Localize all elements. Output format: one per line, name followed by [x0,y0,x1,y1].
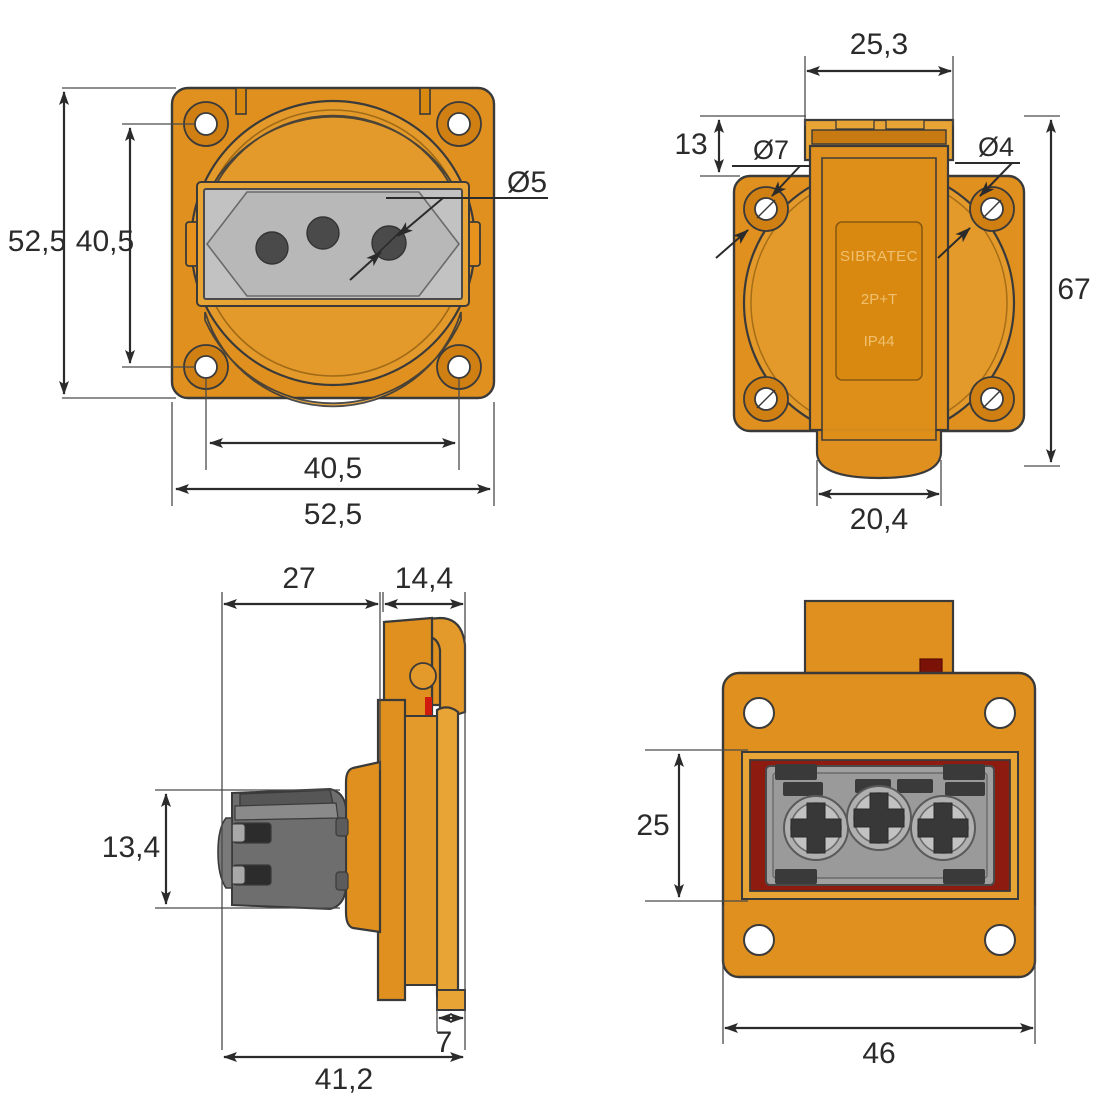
lid-dim-label-height-67: 67 [1057,273,1090,306]
front-dim-label-height-52-5: 52,5 [8,225,66,258]
side-lug-lower [335,871,349,891]
side-extension-lines [155,592,466,1050]
back-dim-label-window-25: 25 [636,809,669,842]
front-lower-arc-rib [204,311,462,408]
front-pin-hole-left [255,231,289,265]
side-terminal-top-highlight [234,802,339,821]
back-screw-left [783,795,849,861]
back-screw-right [910,795,976,861]
side-dim-label-depth-41-2: 41,2 [315,1063,373,1096]
side-front-flange-plate [435,706,460,998]
back-contact-bar-br [943,869,985,884]
side-terminal-washer-lower [230,865,246,885]
back-contact-bar-bl [775,869,817,884]
lid-leader-boss-d7 [715,165,810,259]
side-mounting-flange [376,698,407,1002]
side-view: 27 14,4 13,4 7 41,2 [102,562,467,1096]
front-hole-bl [194,355,218,379]
back-hole-tl [743,697,775,729]
side-flange-mid-layer [404,715,438,986]
back-extension-lines [645,749,1036,1044]
back-screw-center [846,785,912,851]
lid-extension-lines [700,56,1060,506]
back-contact-bar-r [945,782,985,796]
lid-hinge-seam [811,129,947,145]
back-contact-bar-l [783,782,823,796]
back-contact-bar-tr [943,764,985,780]
lid-slot-bl [756,389,776,409]
lid-marking-plate [835,221,923,381]
lid-leader-hole-d4 [937,162,1020,259]
lid-brand-text: SIBRATEC [840,248,918,265]
lid-slot-tl [756,199,776,219]
side-hinge-red-accent [425,697,432,721]
front-notch-top-right [419,87,431,115]
front-dim-label-width-52-5: 52,5 [304,498,362,531]
side-dim-label-terminal-13-4: 13,4 [102,831,160,864]
side-body-barrel [344,760,382,934]
lid-dim-label-height-13: 13 [674,128,707,161]
front-dim-label-pitch-h-40-5: 40,5 [304,452,362,485]
back-contact-bar-tl [775,764,817,780]
back-contact-bar-c2 [897,779,933,793]
front-extension-lines [62,87,495,506]
side-dim-label-depth-27: 27 [282,562,315,595]
lid-slot-tr [982,199,1002,219]
front-notch-top-left [235,87,247,115]
lid-view-mounting-holes [743,186,1015,422]
lid-slot-br [982,389,1002,409]
side-lid-pivot-boss [409,662,437,690]
lid-dim-label-width-25-3: 25,3 [850,28,908,61]
back-hole-bl [743,924,775,956]
side-lug-upper [335,817,349,837]
lid-dim-label-hole-d4: Ø4 [978,132,1014,162]
front-leader-pin-diameter [349,197,548,281]
lid-view: SIBRATEC 2P+T IP44 [674,28,1090,536]
lid-hinge-tab-right [885,119,925,130]
front-view: 52,5 40,5 40,5 52,5 Ø5 [8,86,548,531]
lid-ip-text: IP44 [864,333,895,350]
lid-dim-label-boss-d7: Ø7 [753,135,789,165]
front-hole-br [447,355,471,379]
lid-config-text: 2P+T [861,291,897,308]
front-hole-tr [447,112,471,136]
side-dim-label-flange-7: 7 [436,1026,453,1059]
back-mounting-holes [743,697,1016,956]
back-terminal-screws [783,785,976,861]
front-dim-label-pin-d5: Ø5 [507,166,547,199]
back-hole-tr [984,697,1016,729]
side-terminal-slots [230,822,272,886]
side-flange-foot [436,989,466,1011]
front-dim-label-pitch-v-40-5: 40,5 [76,225,134,258]
side-dim-label-depth-14-4: 14,4 [395,562,453,595]
back-dim-label-width-46: 46 [862,1037,895,1070]
lid-dim-label-tab-20-4: 20,4 [850,503,908,536]
front-hole-tl [194,112,218,136]
side-terminal-washer-upper [230,823,246,843]
lid-hinge-tab-left [835,119,875,130]
front-pin-hole-center-earth [306,216,340,250]
back-hole-br [984,924,1016,956]
back-view: 25 46 [636,599,1037,1070]
